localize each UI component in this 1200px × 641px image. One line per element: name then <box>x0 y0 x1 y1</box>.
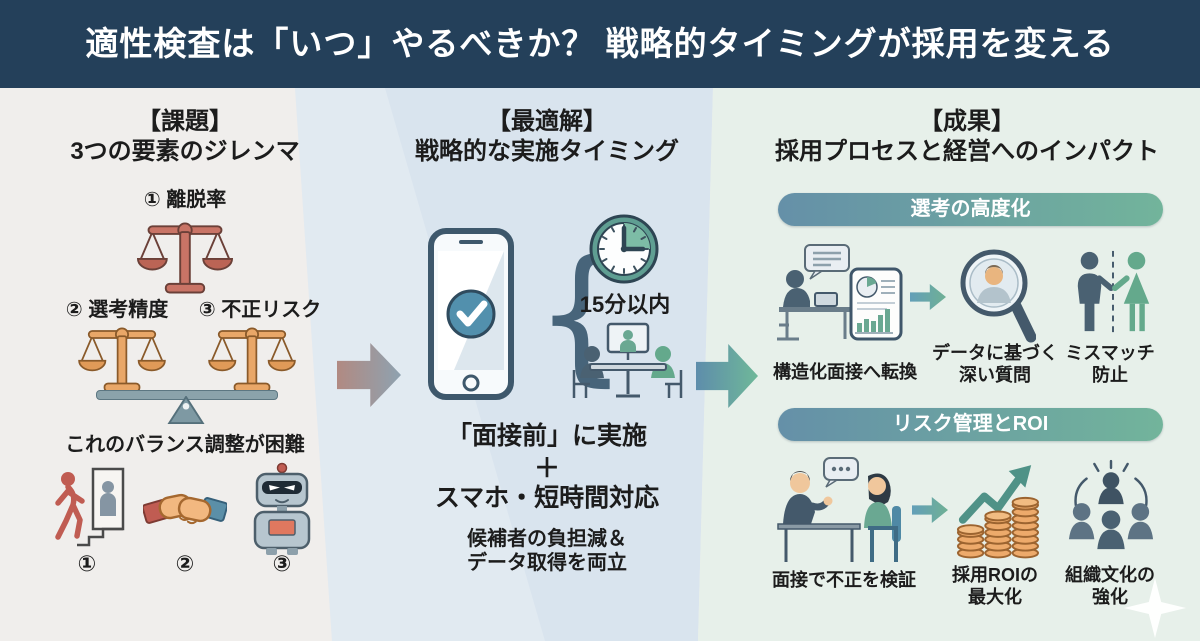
organization-culture-icon <box>1066 458 1156 558</box>
section2-item3-line1: 組織文化の <box>1065 565 1155 585</box>
section1-item1-label: 構造化面接へ転換 <box>773 362 917 382</box>
section1-item3-label: ミスマッチ 防止 <box>1040 342 1180 387</box>
benefit-line2: データ取得を両立 <box>467 552 627 574</box>
person-exit-icon <box>53 466 127 552</box>
left-caption: これのバランス調整が困難 <box>65 434 305 456</box>
video-meeting-icon <box>570 322 685 406</box>
section2-item3-line2: 強化 <box>1092 587 1128 608</box>
footnote1: ① <box>77 551 97 576</box>
section1-pill: 選考の高度化 <box>778 193 1163 226</box>
robot-icon <box>249 462 315 556</box>
section2-pill: リスク管理とROI <box>778 408 1163 441</box>
section1-item3-line2: 防止 <box>1092 365 1128 386</box>
balance-scale-orange-icon <box>204 324 300 394</box>
section1-item2-line2: 深い質問 <box>959 365 1031 386</box>
section2-item2-line1: 採用ROIの <box>951 565 1038 585</box>
solution-line1: 「面接前」に実施 <box>446 422 647 450</box>
candidate-magnifier-icon <box>958 245 1036 345</box>
smartphone-icon <box>428 228 514 400</box>
solution-line2: スマホ・短時間対応 <box>434 484 660 512</box>
header-banner: 適性検査は「いつ」やるべきか？ 戦略的タイミングが採用を変える <box>0 0 1200 88</box>
benefit-line1: 候補者の負担減＆ <box>467 528 627 550</box>
factor3-label: ③ 不正リスク <box>198 299 322 321</box>
roi-growth-coins-icon <box>955 462 1039 562</box>
factor1-label: ① 離脱率 <box>143 189 227 211</box>
section2-item2-line2: 最大化 <box>968 587 1022 608</box>
seesaw-fulcrum-icon <box>167 396 205 424</box>
section2-item2-label: 採用ROIの 最大化 <box>925 564 1065 609</box>
section1-item3-line1: ミスマッチ <box>1065 343 1155 363</box>
balance-scale-orange-icon <box>74 324 170 394</box>
plus-sign: ＋ <box>533 453 560 483</box>
right-title-line1: 【成果】 <box>919 108 1015 135</box>
mismatch-prevention-icon <box>1068 248 1158 338</box>
clock-icon <box>588 213 660 285</box>
middle-title-line2: 戦略的な実施タイミング <box>415 138 679 165</box>
handshake-icon <box>143 478 227 540</box>
footnote3: ③ <box>272 551 292 576</box>
interview-verification-icon <box>772 456 912 566</box>
section1-item2-label: データに基づく 深い質問 <box>925 342 1065 387</box>
balance-scale-red-icon <box>137 218 233 296</box>
structured-interview-icon <box>775 243 905 343</box>
page-title: 適性検査は「いつ」やるべきか？ 戦略的タイミングが採用を変える <box>85 25 1115 62</box>
duration-label: 15分以内 <box>579 292 671 317</box>
left-title-line2: 3つの要素のジレンマ <box>70 138 300 165</box>
section2-item1-label: 面接で不正を検証 <box>772 570 916 590</box>
factor2-label: ② 選考精度 <box>65 299 169 321</box>
right-title-line2: 採用プロセスと経営へのインパクト <box>775 138 1159 165</box>
middle-title-line1: 【最適解】 <box>487 108 607 135</box>
left-title-line1: 【課題】 <box>137 108 233 135</box>
footnote2: ② <box>175 551 195 576</box>
section1-item2-line1: データに基づく <box>932 343 1058 363</box>
section2-item3-label: 組織文化の 強化 <box>1040 564 1180 609</box>
